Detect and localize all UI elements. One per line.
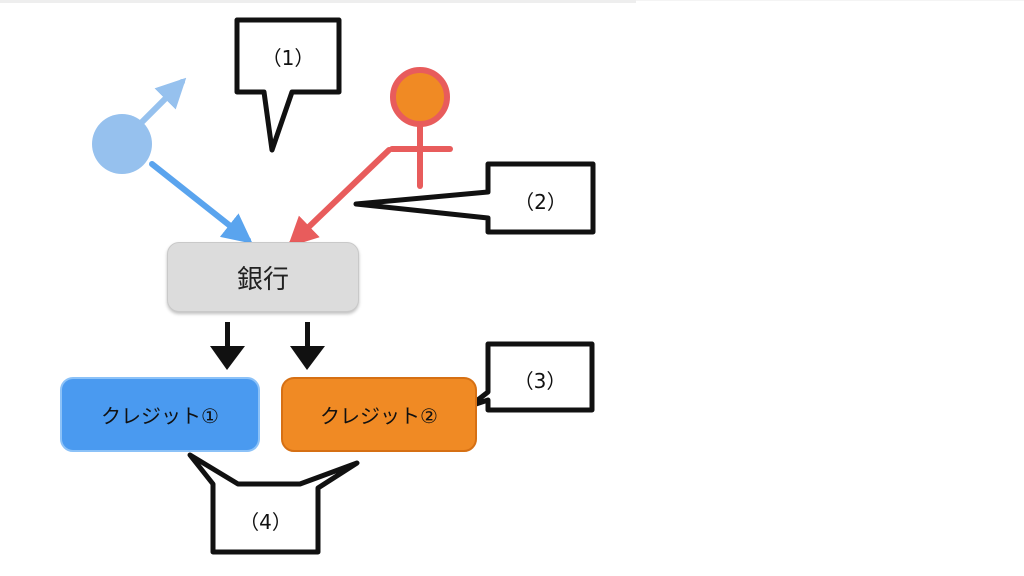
callout-4-shape <box>187 452 360 555</box>
top-border <box>0 0 636 3</box>
bank-node: 銀行 <box>167 242 359 312</box>
callout-3-label: （3） <box>513 369 567 393</box>
credit2-label: クレジット② <box>320 404 438 428</box>
credit1-node: クレジット① <box>60 377 260 452</box>
female-symbol-icon <box>389 67 453 189</box>
female-symbol-circle <box>390 67 450 127</box>
credit2-node: クレジット② <box>281 377 477 452</box>
callout-1-label: （1） <box>261 46 315 70</box>
edge-male-to-bank <box>149 161 253 244</box>
callout-4-label: （4） <box>239 510 292 534</box>
credit1-label: クレジット① <box>101 404 219 428</box>
callout-1-shape <box>234 17 342 153</box>
edge-female-to-bank <box>287 147 392 248</box>
male-symbol-icon <box>92 77 187 174</box>
edge-bank-to-credit1 <box>210 322 245 370</box>
male-symbol-arrow <box>139 77 187 125</box>
top-border-right <box>636 0 1024 1</box>
callout-3-shape <box>467 341 595 413</box>
male-symbol-circle <box>92 114 152 174</box>
edge-bank-to-credit2 <box>290 322 325 370</box>
callout-2-shape <box>353 161 596 235</box>
callout-2-label: （2） <box>514 190 567 214</box>
bank-label: 銀行 <box>236 264 289 295</box>
